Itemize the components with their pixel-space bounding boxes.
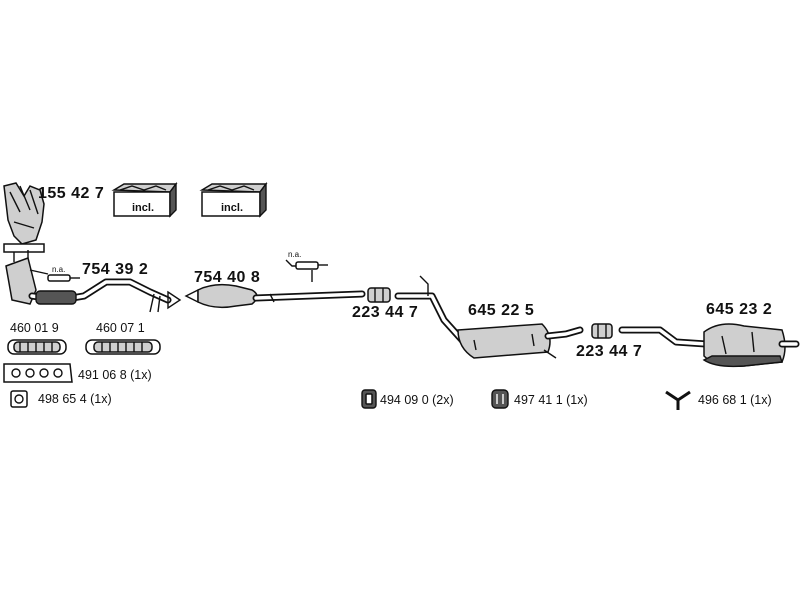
lambda-sensor-2[interactable] [285, 259, 328, 282]
part-number-middle-silencer: 645 22 5 [468, 302, 535, 319]
middle-catalytic-pipe[interactable] [184, 283, 366, 309]
lambda-sensor-1[interactable] [29, 269, 80, 282]
clamp-front[interactable] [367, 287, 391, 303]
part-number-clamp-rear: 223 44 7 [576, 343, 643, 360]
rubber-mount-494-09-0[interactable] [361, 389, 377, 409]
part-number-rubber-mount-a: 494 09 0 (2x) [380, 393, 454, 407]
front-pipe-catalytic[interactable] [5, 250, 182, 313]
manifold[interactable] [3, 182, 45, 253]
part-number-rear-silencer: 645 23 2 [706, 301, 773, 318]
sensor-1-label: n.a. [52, 265, 66, 274]
part-number-gasket-flange: 498 65 4 (1x) [38, 392, 112, 406]
part-number-catalytic-middle: 754 40 8 [194, 269, 261, 286]
part-number-flex-pipe-b: 460 07 1 [96, 321, 145, 335]
gasket-manifold[interactable] [3, 363, 73, 383]
part-number-gasket-manifold: 491 06 8 (1x) [78, 368, 152, 382]
installation-kit-2[interactable] [199, 181, 268, 218]
kit-1-label: incl. [132, 202, 155, 214]
kit-2-label: incl. [221, 202, 244, 214]
gasket-flange[interactable] [10, 390, 28, 408]
middle-pipe-silencer[interactable] [394, 275, 584, 359]
part-number-holder: 496 68 1 (1x) [698, 393, 772, 407]
rear-pipe-silencer[interactable] [618, 323, 800, 368]
part-number-rubber-mount-b: 497 41 1 (1x) [514, 393, 588, 407]
flex-pipe-460-01-9[interactable] [7, 339, 67, 355]
rubber-mount-497-41-1[interactable] [491, 389, 509, 409]
part-number-manifold: 155 42 7 [38, 185, 105, 202]
part-number-flex-pipe-a: 460 01 9 [10, 321, 59, 335]
part-number-clamp-front: 223 44 7 [352, 304, 419, 321]
part-number-catalytic-front: 754 39 2 [82, 261, 149, 278]
installation-kit-1[interactable] [111, 181, 178, 218]
sensor-2-label: n.a. [288, 250, 302, 259]
holder-496-68-1[interactable] [665, 390, 691, 410]
clamp-rear[interactable] [591, 323, 613, 339]
flex-pipe-460-07-1[interactable] [85, 339, 161, 355]
